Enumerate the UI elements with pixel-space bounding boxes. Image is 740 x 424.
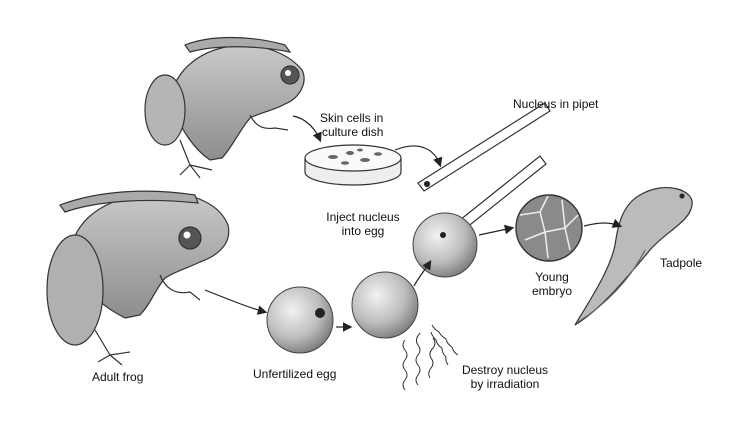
inject-nucleus-label: Inject nucleus into egg: [318, 210, 408, 238]
nucleus-in-pipet-label: Nucleus in pipet: [513, 97, 599, 111]
young-embryo-label: Young embryo: [517, 270, 587, 298]
skin-cells-line1: Skin cells in: [320, 111, 384, 125]
process-arrows: [204, 115, 623, 332]
skin-cells-line2: culture dish: [322, 125, 384, 139]
destroy-line1: Destroy nucleus: [461, 363, 549, 377]
embryo-line1: Young: [535, 270, 569, 284]
culture-dish: [304, 144, 402, 186]
injected-egg: [412, 212, 478, 278]
irradiation-rays: [402, 324, 459, 391]
irradiated-egg: [351, 271, 419, 339]
tadpole-label: Tadpole: [660, 256, 703, 270]
skin-cells-label: Skin cells in culture dish: [320, 111, 383, 139]
destroy-line2: by irradiation: [470, 377, 540, 391]
embryo-line2: embryo: [531, 284, 572, 298]
unfertilized-egg: [266, 286, 334, 354]
tadpole: [574, 186, 693, 326]
inject-line2: into egg: [341, 224, 385, 238]
unfertilized-egg-label: Unfertilized egg: [253, 367, 337, 381]
inject-line1: Inject nucleus: [326, 210, 400, 224]
pipet-upper: [417, 102, 551, 192]
adult-frog: [46, 190, 230, 366]
destroy-nucleus-label: Destroy nucleus by irradiation: [455, 363, 555, 391]
young-embryo: [515, 194, 583, 262]
donor-frog: [144, 36, 305, 179]
adult-frog-label: Adult frog: [92, 370, 144, 384]
